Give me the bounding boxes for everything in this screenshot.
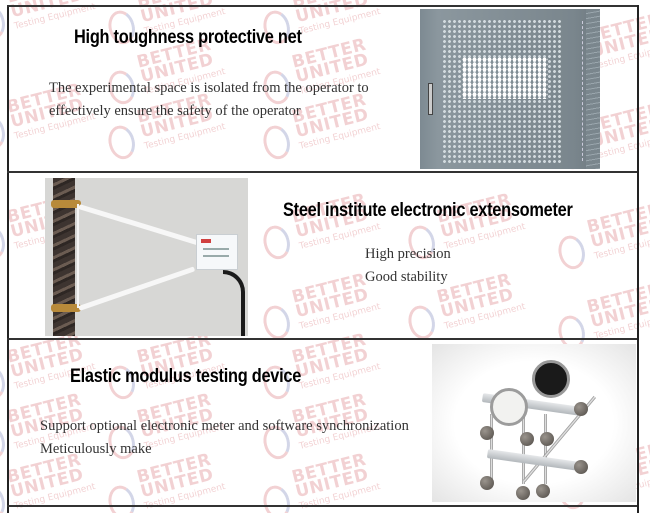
door-handle-icon xyxy=(428,83,433,115)
dial-gauge-icon xyxy=(490,388,528,426)
feature-line: Support optional electronic meter and so… xyxy=(40,418,409,434)
feature-description: The experimental space is isolated from … xyxy=(49,77,369,123)
elastic-modulus-device-photo xyxy=(432,344,636,502)
feature-title: High toughness protective net xyxy=(74,27,302,48)
protective-net-photo xyxy=(420,9,600,169)
divider xyxy=(7,505,637,507)
feature-title: Elastic modulus testing device xyxy=(70,366,302,387)
feature-line: Meticulously make xyxy=(40,441,152,457)
dial-gauge-icon xyxy=(532,360,570,398)
feature-description: Support optional electronic meter and so… xyxy=(40,415,409,461)
feature-panel-protective-net: High toughness protective net The experi… xyxy=(7,5,637,171)
page-frame xyxy=(7,5,639,513)
feature-line: The experimental space is isolated from … xyxy=(49,80,369,96)
feature-panel-elastic-modulus: Elastic modulus testing device Support o… xyxy=(7,338,637,505)
feature-line: High precision xyxy=(365,246,451,262)
feature-line: Good stability xyxy=(365,269,448,285)
extensometer-photo xyxy=(45,178,248,336)
feature-panel-extensometer: Steel institute electronic extensometer … xyxy=(7,171,637,338)
feature-title: Steel institute electronic extensometer xyxy=(283,200,573,221)
feature-line: effectively ensure the safety of the ope… xyxy=(49,103,301,119)
feature-description: High precision Good stability xyxy=(365,243,451,289)
